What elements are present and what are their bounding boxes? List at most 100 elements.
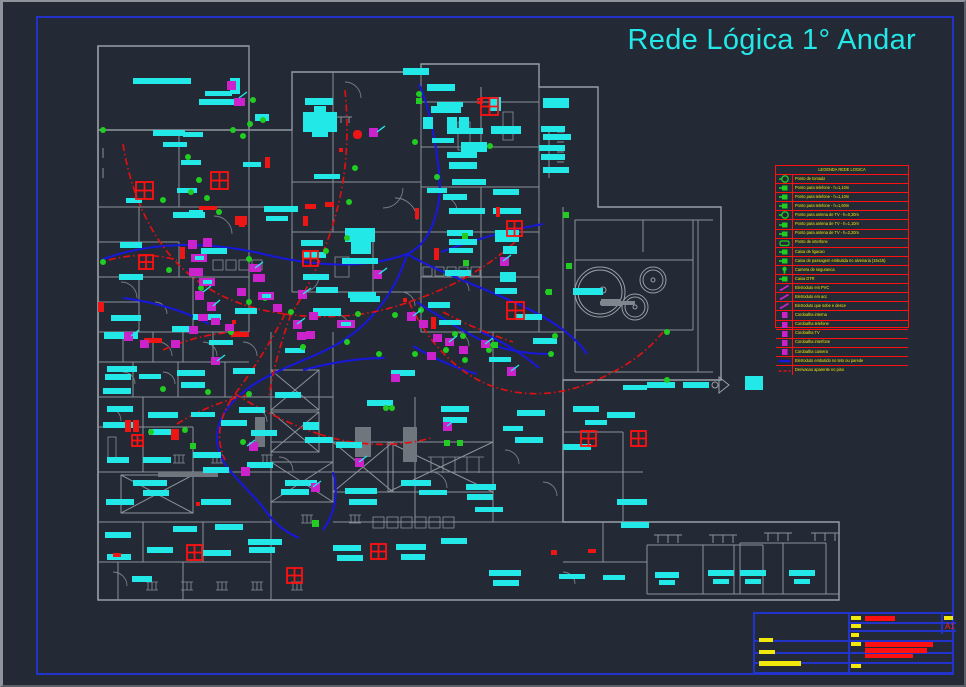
legend-item-label: Ponto para telefone - h=1,10m — [795, 194, 850, 200]
tb-label-6 — [851, 633, 859, 637]
door-swings — [106, 81, 576, 587]
legend-item: Caixa de ligacao — [776, 247, 908, 257]
line-magenta-icon — [776, 302, 793, 311]
legend-item-label: Eletroduto que sobe e desce — [795, 303, 846, 309]
misc-right-symbols — [711, 375, 763, 395]
tb-label-7 — [851, 642, 861, 646]
page-title: Rede Lógica 1° Andar — [627, 24, 916, 56]
tb-value-1 — [865, 616, 895, 621]
legend-item: Cordoalha interfone — [776, 338, 908, 348]
line-blue-icon — [776, 356, 793, 365]
legend-item: Eletroduto em PVC — [776, 284, 908, 294]
tb-label-5 — [851, 624, 861, 628]
camera-green-icon — [776, 265, 793, 275]
legend-item: Cordoalha interna — [776, 311, 908, 321]
box-green-icon — [776, 229, 793, 238]
box-green-icon — [776, 275, 793, 284]
legend-item-label: Cordoalha telefone — [795, 321, 829, 327]
red-fixture-symbols — [98, 130, 596, 557]
box-green-icon — [776, 247, 793, 256]
circle-green-icon — [776, 211, 793, 220]
label-text-blocks — [103, 68, 815, 586]
outlet-node-symbols — [100, 91, 670, 527]
legend-item: Ponto para telefone - h=1,60m — [776, 202, 908, 212]
legend-item: Caixa DTR — [776, 275, 908, 285]
tb-label-9 — [944, 616, 953, 620]
legend-item-label: Ponto para telefone - h=1,10m — [795, 185, 850, 191]
floor-plan-drawing — [97, 45, 840, 601]
legend-item: Derivacao aparente no piso — [776, 365, 908, 376]
tb-divider-v — [848, 614, 850, 672]
tb-rule-5 — [848, 630, 956, 632]
legend-item: Cordoalha TV — [776, 329, 908, 339]
legend-item: Caixa de passagem embutida no alvenaria … — [776, 256, 908, 266]
legend-item: Ponto para telefone - h=1,10m — [776, 184, 908, 194]
tb-value-3 — [865, 648, 927, 653]
legend-item: Ponto para antena de TV - h=2,20m — [776, 229, 908, 239]
box-green-icon — [776, 193, 793, 202]
legend-item-label: Ponto para telefone - h=1,60m — [795, 203, 850, 209]
legend-item-label: Camera de seguranca — [795, 267, 835, 272]
electrical-panel-symbols — [131, 97, 647, 584]
tb-rule-2 — [755, 652, 952, 654]
legend-item-label: Ponto para antena de TV - h=0,30m — [795, 212, 859, 218]
tb-label-3 — [759, 661, 801, 666]
box-magenta-icon — [776, 347, 793, 356]
tb-label-2 — [759, 650, 775, 654]
tb-rule-4 — [848, 622, 956, 624]
legend-item: Ponto para telefone - h=1,10m — [776, 193, 908, 203]
box-green-icon — [776, 220, 793, 229]
legend-item: Camera de seguranca — [776, 265, 908, 276]
legend-item-label: Eletroduto embutido no teto ou parede — [795, 358, 864, 363]
box-magenta-icon — [776, 338, 793, 347]
legend-item-label: Derivacao aparente no piso — [795, 367, 844, 373]
walls-interior — [98, 46, 839, 600]
legend-item: Ponto para antena de TV - h=0,30m — [776, 211, 908, 221]
title-block: A1 — [753, 612, 956, 674]
legend-header: LEGENDA REDE LOGICA — [776, 166, 908, 175]
box-magenta-icon — [776, 320, 793, 329]
tb-value-4 — [865, 654, 913, 658]
legend-item: Cordoalha camera — [776, 347, 908, 357]
paper-size-label: A1 — [945, 622, 955, 631]
legend-item-label: Cordoalha interfone — [795, 340, 831, 345]
legend-item: Eletroduto que sobe e desce — [776, 302, 908, 312]
tb-value-2 — [865, 642, 933, 647]
legend-item-label: Cordoalha TV — [795, 331, 820, 336]
legend-item-label: Eletroduto em PVC — [795, 285, 830, 291]
legend-item: Ponto para antena de TV - h=1,10m — [776, 220, 908, 230]
legend-item-label: Caixa DTR — [795, 276, 815, 282]
tb-label-8 — [851, 664, 861, 668]
legend-item-label: Ponto de interfone — [795, 240, 828, 245]
line-magenta-icon — [776, 284, 793, 293]
legend-item-label: Ponto para antena de TV - h=1,10m — [795, 221, 859, 227]
tb-label-1 — [759, 638, 773, 642]
circle-green-icon — [776, 175, 793, 184]
legend-item-label: Ponto para antena de TV - h=2,20m — [795, 231, 859, 236]
rect-green-icon — [776, 238, 793, 247]
legend-item-label: Caixa de passagem embutida no alvenaria … — [795, 258, 886, 263]
box-magenta-icon — [776, 311, 793, 320]
line-magenta-icon — [776, 293, 793, 302]
box-green-icon — [776, 202, 793, 211]
legend-item-label: Ponto de tomada — [795, 176, 826, 182]
line-red-icon — [776, 365, 793, 376]
device-box-symbols — [124, 81, 520, 492]
box-green-icon — [776, 184, 793, 193]
legend-item-label: Caixa de ligacao — [795, 249, 825, 254]
tb-rule-1 — [755, 640, 952, 642]
tb-divider-a1 — [941, 614, 943, 634]
legend-item: Ponto de interfone — [776, 238, 908, 248]
legend-item-label: Cordoalha interna — [795, 312, 827, 318]
cable-secondary-red — [108, 89, 664, 461]
box-magenta-icon — [776, 329, 793, 338]
legend-item-label: Cordoalha camera — [795, 349, 828, 354]
legend-item: Ponto de tomada — [776, 175, 908, 185]
legend-item: Eletroduto embutido no teto ou parede — [776, 356, 908, 366]
legend-item: Eletroduto em aco — [776, 293, 908, 303]
sheet-border — [36, 16, 954, 675]
legend-item: Cordoalha telefone — [776, 320, 908, 330]
